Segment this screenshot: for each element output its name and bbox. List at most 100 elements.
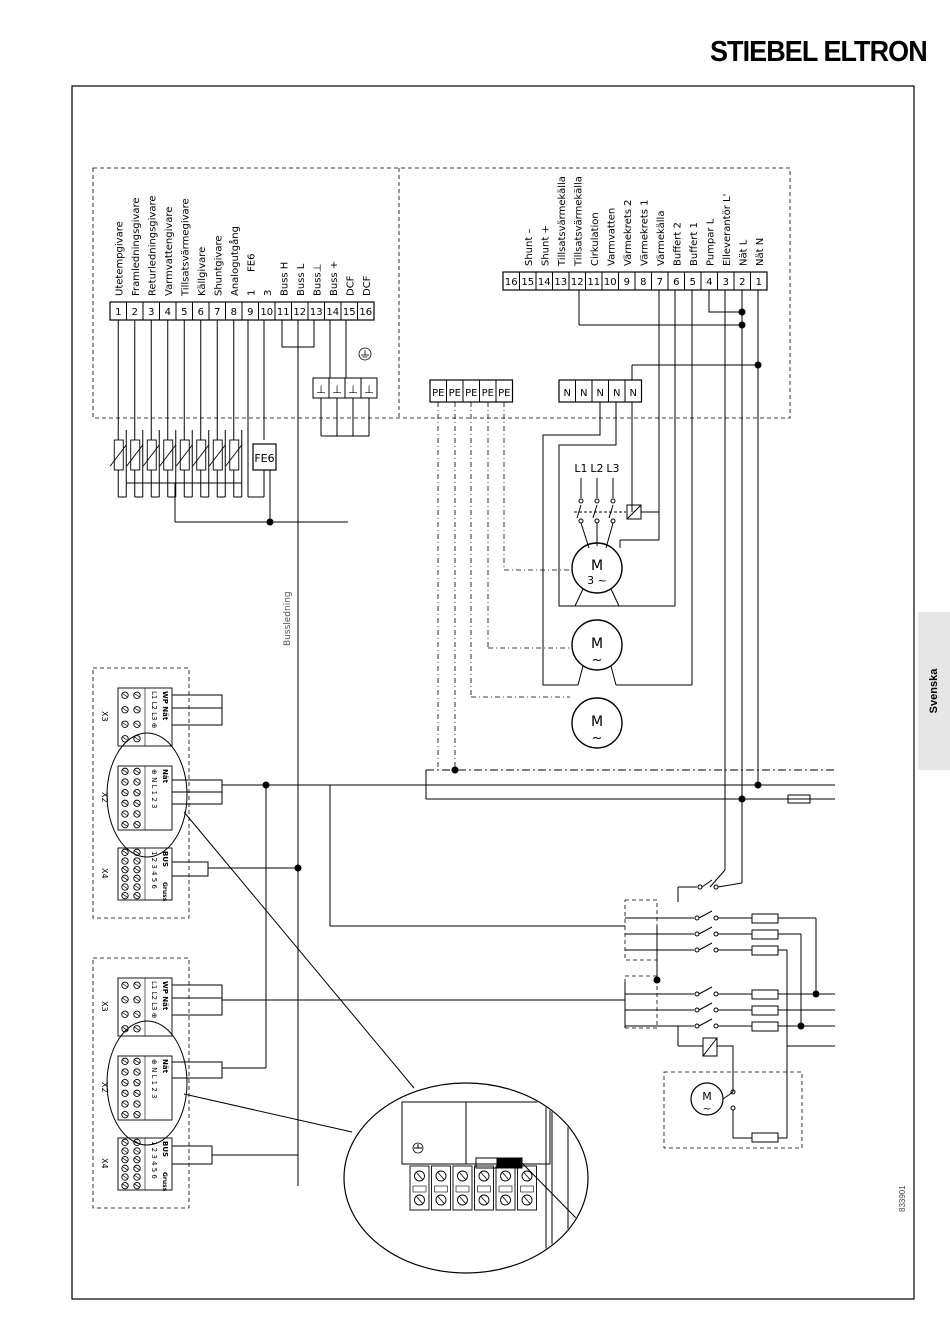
right-terminal-number: 15 (521, 277, 534, 288)
svg-text:M: M (591, 558, 603, 574)
fe6-remote: FE6 (247, 320, 277, 522)
n-terminal: N (597, 388, 604, 399)
ground-terminal: ⊥ (364, 383, 374, 396)
module-block-lower (92, 957, 190, 1209)
module-label: X3 (100, 711, 109, 722)
module-label: X2 (100, 792, 109, 803)
sensor-wiring (109, 320, 243, 498)
module-terminal-labels: L1 L2 L3 ⊕ (150, 981, 158, 1019)
left-terminal-number: 12 (293, 307, 306, 318)
phase-label: L1 (574, 462, 587, 475)
left-terminal-number: 15 (343, 307, 356, 318)
svg-text:M: M (702, 1090, 712, 1103)
right-terminal-number: 10 (604, 277, 617, 288)
pe-terminal: PE (432, 388, 444, 399)
fe6-label: FE6 (246, 254, 257, 272)
svg-text:M: M (591, 636, 603, 652)
module-caption: Gruss (161, 882, 168, 902)
language-tab[interactable]: Svenska (918, 612, 950, 770)
right-terminal-number: 2 (739, 277, 745, 288)
left-terminal-label: Tillsatsvärmegivare (180, 198, 191, 297)
ground-block: ⊥⊥⊥⊥ (312, 320, 378, 437)
right-terminal-label: Varmvatten (606, 208, 617, 266)
module-caption: Gruss (161, 1172, 168, 1192)
right-terminal-label: Shunt – (524, 229, 535, 266)
right-terminal-number: 11 (587, 277, 600, 288)
left-terminal-number: 8 (231, 307, 237, 318)
left-terminal-number: 10 (260, 307, 273, 318)
phase-label: L2 (590, 462, 603, 475)
n-terminal: N (580, 388, 587, 399)
right-terminal-label: Pumpar L (705, 218, 716, 266)
page-frame (71, 85, 915, 1300)
fe6-box-label: FE6 (254, 452, 274, 465)
left-terminal-label: Varmvattengivare (164, 207, 175, 296)
left-terminal-label: Utetempgivare (114, 221, 125, 296)
svg-text:~: ~ (592, 731, 603, 746)
module-caption: WP Nät (161, 981, 169, 1011)
left-terminal-strip: 1Utetempgivare2Framledningsgivare3Returl… (109, 195, 375, 321)
right-terminal-label: Nät N (755, 238, 766, 266)
module-terminal-labels: ⊕ N L 1 2 3 (150, 1059, 158, 1099)
left-terminal-label: DCF (345, 275, 356, 296)
left-terminal-number: 14 (326, 307, 339, 318)
svg-text:~: ~ (703, 1104, 711, 1115)
left-terminal-number: 13 (310, 307, 323, 318)
n-terminal: N (564, 388, 571, 399)
left-terminal-number: 11 (277, 307, 290, 318)
pe-terminal: PE (449, 388, 461, 399)
motor-buffer: M ~ (571, 697, 623, 749)
brand-logo: STIEBEL ELTRON (710, 36, 928, 68)
left-terminal-label: Buss + (329, 261, 340, 296)
right-terminal-number: 13 (554, 277, 567, 288)
n-terminal: N (630, 388, 637, 399)
left-terminal-number: 5 (181, 307, 187, 318)
left-terminal-number: 4 (165, 307, 171, 318)
detail-callout (183, 811, 589, 1274)
right-terminal-label: Värmekrets 1 (639, 199, 650, 266)
bus-cable-label: Bussledning (283, 591, 293, 646)
right-terminal-number: 3 (723, 277, 729, 288)
right-terminal-label: Tillsatsvärmekälla (573, 176, 584, 267)
right-terminal-label: Buffert 1 (689, 222, 700, 266)
left-terminal-label: Analogutgång (228, 226, 241, 296)
phase-label: L3 (606, 462, 619, 475)
right-terminal-label: Värmekrets 2 (623, 199, 634, 266)
right-terminal-label: Värmekälla (656, 211, 667, 266)
left-terminal-label: Shuntgivare (213, 236, 224, 297)
left-terminal-number: 16 (359, 307, 372, 318)
controller-outline (92, 167, 791, 419)
right-terminal-number: 7 (657, 277, 663, 288)
pe-terminal: PE (482, 388, 494, 399)
right-terminal-label: Tillsatsvärmekälla (557, 176, 568, 267)
ground-terminal: ⊥ (316, 383, 326, 396)
right-terminal-label: Shunt + (540, 225, 551, 266)
left-terminal-label: Framledningsgivare (131, 197, 142, 296)
module-label: X2 (100, 1082, 109, 1093)
left-terminal-label: Buss⊥ (312, 264, 323, 296)
right-terminal-number: 6 (673, 277, 679, 288)
module-label: X4 (100, 1158, 109, 1169)
left-terminal-number: 9 (247, 307, 253, 318)
n-terminal: N (613, 388, 620, 399)
module-caption: WP Nät (161, 691, 169, 721)
right-terminal-number: 4 (706, 277, 712, 288)
module-terminal-labels: L1 L2 L3 ⊕ (150, 691, 158, 729)
left-terminal-label: Källgivare (197, 247, 208, 296)
earth-symbol (358, 347, 372, 361)
left-terminal-label: 1 (246, 290, 257, 296)
ground-terminal: ⊥ (348, 383, 358, 396)
right-terminal-number: 9 (624, 277, 630, 288)
pe-terminal: PE (465, 388, 477, 399)
right-terminal-number: 14 (538, 277, 551, 288)
right-terminal-number: 1 (756, 277, 762, 288)
svg-text:~: ~ (592, 653, 603, 668)
left-terminal-label: DCF (362, 275, 373, 296)
motor-circulation: M ~ (571, 619, 692, 686)
module-caption: Nät (161, 1059, 169, 1074)
left-terminal-number: 2 (132, 307, 138, 318)
